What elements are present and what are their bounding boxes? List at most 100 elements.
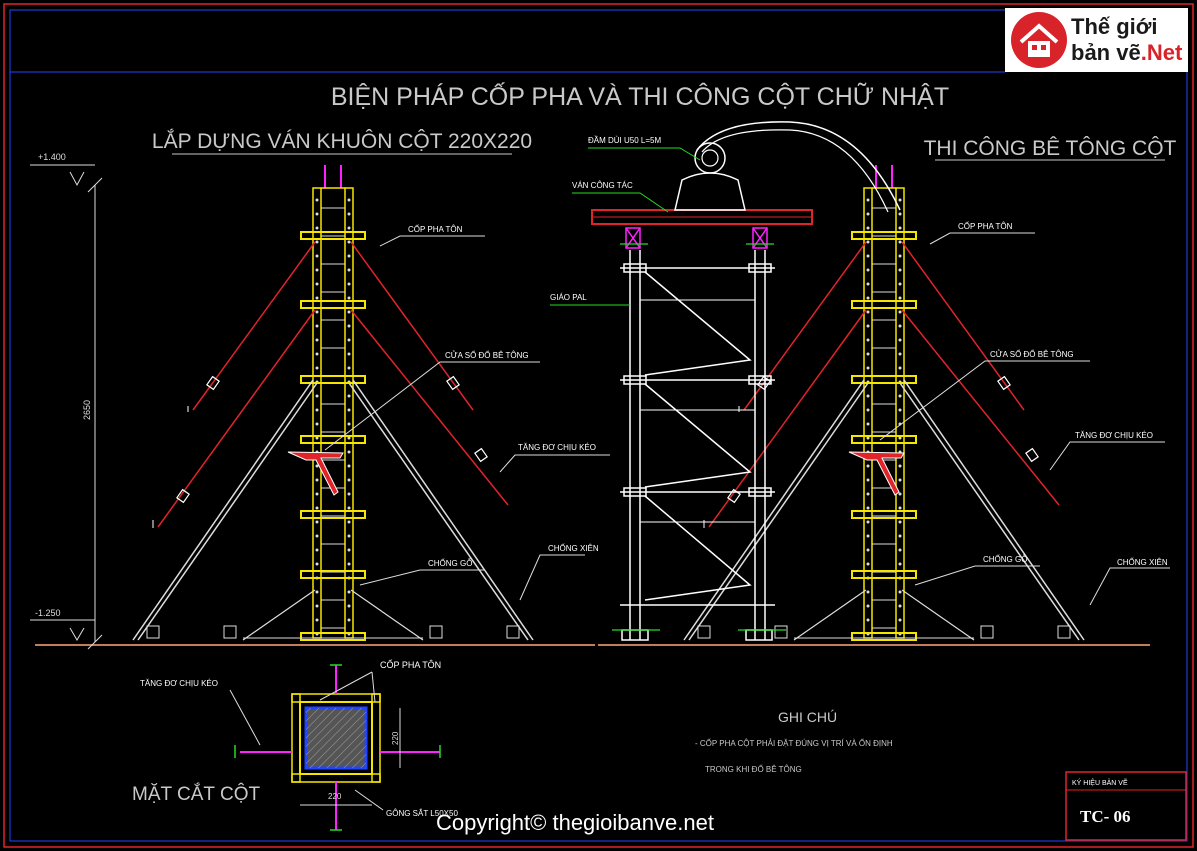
bolt [898,240,902,244]
bolt [315,338,319,342]
bolt [898,408,902,412]
logo-line-2: bản vẽ.Net [1071,40,1182,66]
bolt [898,254,902,258]
bolt [347,562,351,566]
bolt [315,590,319,594]
bolt [898,604,902,608]
label-section-formwork: CỐP PHA TÔN [380,659,441,670]
turnbuckle [446,375,460,391]
bolt [898,212,902,216]
bolt [315,604,319,608]
steel-collar [300,375,366,384]
label-window-left: CỬA SỔ ĐỔ BÊ TÔNG [445,351,529,360]
ground-anchor [506,625,520,639]
bolt [347,450,351,454]
copyright-watermark: Copyright© thegioibanve.net [436,810,714,835]
bolt [347,282,351,286]
diagonal-prop [688,382,869,641]
bolt [866,310,870,314]
pour-window [848,451,905,496]
site-logo[interactable]: Thế giới bản vẽ.Net [1005,8,1188,72]
bolt [315,352,319,356]
column-right [683,165,1085,641]
label-turnbuckle-right: TĂNG ĐƠ CHỊU KÉO [1075,431,1153,440]
bolt [866,478,870,482]
steel-collar [851,570,917,579]
scaffold-jack-plates [612,243,786,631]
turnbuckle [474,447,488,463]
leader-formwork-left [379,235,485,247]
vibrator-reel [694,142,726,174]
bolt [866,534,870,538]
bolt [866,324,870,328]
steel-collar [300,300,366,309]
bolt [347,268,351,272]
bolt [866,548,870,552]
turnbuckle [176,488,190,504]
tension-cable [350,241,474,411]
inner-frame [9,9,1188,842]
column-section [229,664,441,831]
bolt [866,282,870,286]
level-markers [30,164,103,650]
bolt [866,212,870,216]
label-work-platform: VÁN CÔNG TÁC [572,181,633,190]
title-block [1065,771,1187,841]
steel-collar [851,435,917,444]
bolt [898,436,902,440]
bolt [898,352,902,356]
scaffold-headjacks [625,227,768,249]
bolt [347,604,351,608]
steel-collar [300,510,366,519]
bolt [898,338,902,342]
bolt [866,268,870,272]
notes-heading: GHI CHÚ [778,709,837,725]
leader-woodprop-right [914,565,1040,586]
bolt [898,226,902,230]
bolt [347,422,351,426]
bolt [315,324,319,328]
label-window-right: CỬA SỔ ĐỔ BÊ TÔNG [990,350,1074,359]
bolt [898,282,902,286]
bolt [347,338,351,342]
bolt [866,492,870,496]
label-vibrator: ĐẦM DÙI U50 L=5M [588,135,661,145]
dim-depth: 220 [391,731,400,745]
bolt [315,254,319,258]
ground-anchor [774,625,788,639]
leader-window-right [879,360,1090,441]
label-formwork-right: CỐP PHA TÔN [958,221,1013,231]
bolt [866,422,870,426]
bolt [898,394,902,398]
bolt [315,492,319,496]
bolt [315,198,319,202]
bolt [866,338,870,342]
bolt [347,478,351,482]
left-title: LẮP DỰNG VÁN KHUÔN CỘT 220X220 [152,129,532,153]
tension-cable [901,309,1060,506]
bolt [866,618,870,622]
bolt [347,226,351,230]
bolt [347,618,351,622]
bolt [315,310,319,314]
label-steel-collar: GÔNG SẮT L50X50 [386,809,458,818]
bolt [898,324,902,328]
bolt [866,198,870,202]
bolt [347,366,351,370]
leader-vibrator [588,147,701,161]
label-turnbuckle-left: TĂNG ĐƠ CHỊU KÉO [518,443,596,452]
diagonal-prop [137,382,318,641]
bolt [866,436,870,440]
bolt [347,506,351,510]
bolt [866,394,870,398]
ground-anchor [223,625,237,639]
bolt [898,464,902,468]
logo-line-1: Thế giới [1071,14,1158,39]
ground-anchor [1057,625,1071,639]
bolt [347,408,351,412]
steel-collar [300,231,366,240]
steel-collar [851,231,917,240]
bolt [898,520,902,524]
diagonal-prop [903,379,1085,641]
bolt [315,212,319,216]
